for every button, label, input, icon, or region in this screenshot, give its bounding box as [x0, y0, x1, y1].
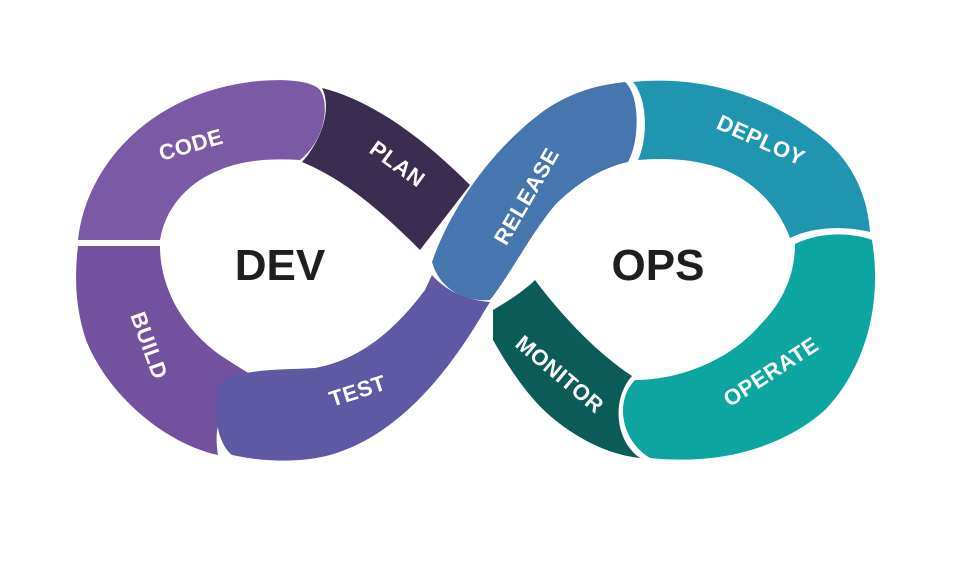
- segment-monitor: [493, 280, 640, 458]
- hub-label-ops: OPS: [612, 241, 705, 290]
- segment-build: [76, 246, 262, 455]
- segment-operate: [623, 234, 876, 460]
- segment-code: [78, 80, 325, 240]
- segment-deploy: [633, 80, 870, 239]
- hub-label-dev: DEV: [235, 241, 326, 290]
- segment-test: [216, 275, 490, 461]
- segment-release: [432, 82, 637, 301]
- segment-plan: [302, 88, 470, 250]
